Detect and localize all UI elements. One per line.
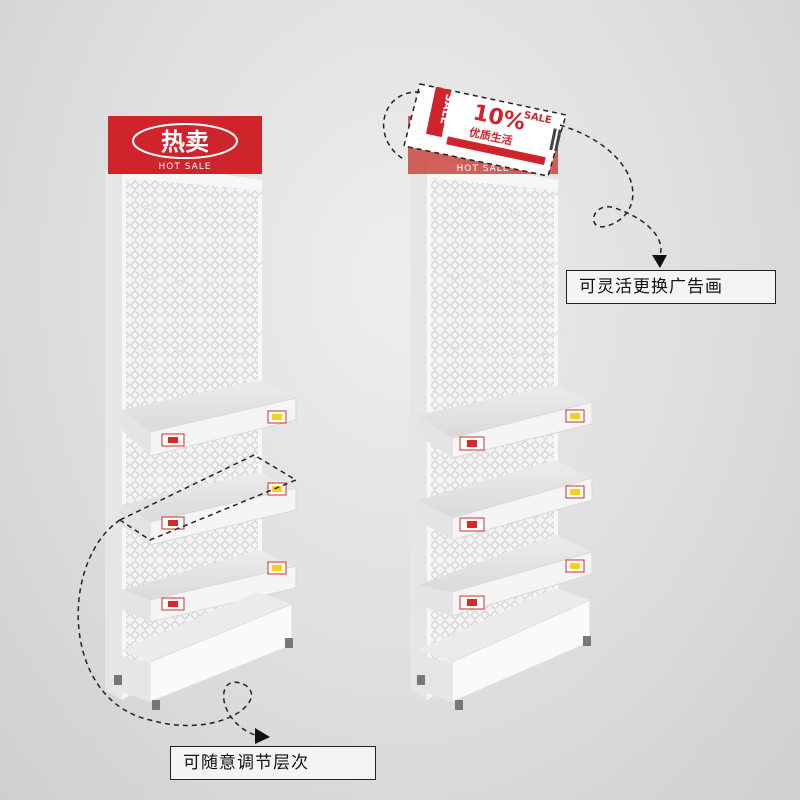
callout-replaceable-ad: 可灵活更换广告画 — [566, 270, 776, 304]
left-rack-header: 热卖 HOT SALE — [108, 116, 262, 174]
sale-card-side-stripe — [425, 86, 452, 138]
left-rack-hooks — [144, 188, 269, 357]
sale-card-small-text-block — [554, 129, 562, 152]
arrowhead-icon — [255, 728, 270, 744]
callout-adjustable-layers: 可随意调节层次 — [170, 746, 376, 780]
sale-ad-card: SALE 10% 优质生活 SALE — [403, 83, 567, 177]
price-tag-label — [467, 521, 477, 528]
arrow-adjustable-layers — [77, 519, 256, 736]
left-header-swoosh — [132, 123, 238, 159]
left-shelf-3 — [122, 550, 297, 623]
left-header-sub-text: HOT SALE — [159, 162, 212, 172]
price-tag-label — [168, 601, 178, 607]
adjustable-shelf-highlight — [118, 454, 298, 541]
price-tag-label — [168, 437, 178, 443]
right-shelf-1 — [418, 385, 593, 459]
price-tag-label — [272, 414, 282, 420]
price-tag-label — [570, 489, 580, 495]
right-rack-base — [417, 588, 591, 710]
left-header-main-text: 热卖 — [161, 128, 209, 156]
right-shelf-3 — [418, 535, 593, 617]
left-display-rack: 热卖 HOT SALE — [105, 116, 298, 710]
price-tag-label — [570, 413, 580, 419]
arrowhead-icon — [652, 255, 667, 268]
price-tag-label — [168, 520, 178, 526]
right-header-sub-text: HOT SALE — [457, 164, 510, 174]
price-tag-label — [272, 565, 282, 571]
price-tag-label — [467, 440, 477, 447]
arrow-replaceable-ad — [382, 91, 662, 256]
sale-card-side-text: SALE — [437, 93, 456, 126]
right-display-rack: HOT SALE — [403, 83, 593, 710]
left-shelf-1 — [122, 380, 297, 457]
price-tag-label — [570, 563, 580, 569]
price-tag-label — [467, 599, 477, 606]
sale-card-small-text-block — [549, 128, 557, 151]
left-rack-post — [105, 160, 122, 700]
price-tag-label — [272, 486, 282, 492]
left-rack-base — [114, 592, 293, 710]
right-shelf-2 — [418, 460, 593, 541]
sale-card-bottom-band — [446, 136, 546, 166]
left-shelf-2 — [122, 472, 297, 546]
right-rack-hooks — [449, 188, 565, 357]
